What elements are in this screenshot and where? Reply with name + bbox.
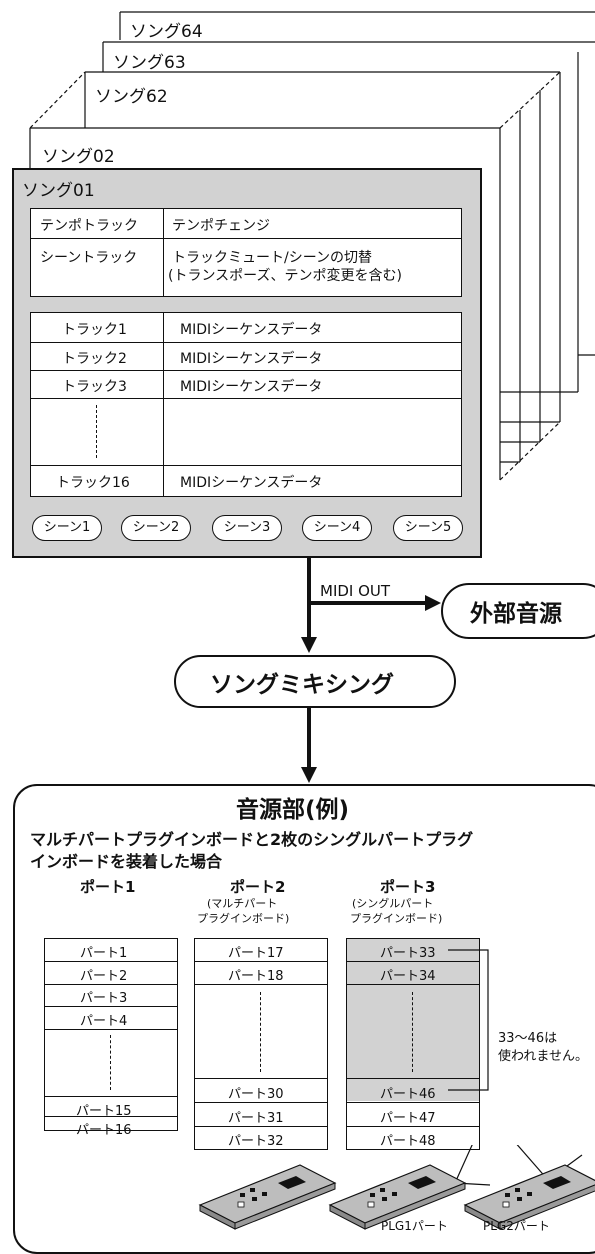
- multipart-board-icon: [198, 1164, 337, 1230]
- track-ellipsis: [96, 405, 97, 458]
- tempo-change-label: テンポチェンジ: [172, 218, 270, 234]
- track-data: MIDIシーケンスデータ: [180, 475, 323, 491]
- tone-desc-line1: マルチパートプラグインボードと2枚のシングルパートプラグ: [30, 830, 474, 849]
- external-source-label: 外部音源: [470, 601, 562, 627]
- row-divider: [194, 1078, 328, 1079]
- row-divider: [346, 961, 480, 962]
- song-mixing-box[interactable]: [174, 655, 456, 708]
- song-stack-lines: [29, 11, 595, 481]
- external-source-box[interactable]: [441, 583, 595, 639]
- part-label: パート32: [228, 1134, 284, 1149]
- port3-sub1: (シングルパート: [352, 897, 434, 910]
- part-label: パート1: [80, 946, 128, 961]
- song62-label: ソング62: [95, 87, 168, 107]
- row-divider: [194, 1102, 328, 1103]
- part-label: パート47: [380, 1111, 436, 1126]
- track-name: トラック2: [62, 351, 127, 367]
- scene-track-label: シーントラック: [40, 250, 138, 266]
- row-divider: [194, 961, 328, 962]
- scene-desc-line1: トラックミュート/シーンの切替: [172, 250, 373, 266]
- row-divider: [346, 1102, 480, 1103]
- part-label: パート48: [380, 1134, 436, 1149]
- row-divider: [346, 1078, 480, 1079]
- table-divider: [30, 465, 462, 466]
- track-name: トラック3: [62, 379, 127, 395]
- port2-sub2: プラグインボード): [197, 912, 290, 925]
- scene-button-3[interactable]: シーン3: [212, 515, 282, 541]
- row-divider: [44, 961, 178, 962]
- unused-note-line1: 33〜46は: [498, 1031, 558, 1046]
- row-divider: [44, 984, 178, 985]
- part-label: パート16: [76, 1123, 132, 1138]
- unused-note-line2: 使われません。: [498, 1049, 588, 1064]
- plg1-board-icon: [328, 1164, 467, 1230]
- row-divider: [346, 984, 480, 985]
- part-label: パート31: [228, 1111, 284, 1126]
- part-ellipsis: [412, 992, 413, 1072]
- track-data: MIDIシーケンスデータ: [180, 322, 323, 338]
- scene-button-5[interactable]: シーン5: [393, 515, 463, 541]
- table-divider: [30, 342, 462, 343]
- part-label: パート15: [76, 1104, 132, 1119]
- row-divider: [44, 1116, 178, 1117]
- song02-label: ソング02: [42, 147, 115, 167]
- port3-sub2: プラグインボード): [350, 912, 443, 925]
- part-label: パート46: [380, 1087, 436, 1102]
- song64-label: ソング64: [130, 22, 203, 42]
- port2-sub1: (マルチパート: [207, 897, 278, 910]
- song63-label: ソング63: [113, 53, 186, 73]
- tone-title: 音源部(例): [236, 797, 350, 823]
- table-divider: [30, 238, 462, 239]
- table-divider: [30, 370, 462, 371]
- port3-title: ポート3: [380, 878, 436, 896]
- part-label: パート3: [80, 991, 128, 1006]
- row-divider: [194, 1126, 328, 1127]
- row-divider: [194, 984, 328, 985]
- scene-button-1[interactable]: シーン1: [32, 515, 102, 541]
- port2-title: ポート2: [230, 878, 286, 896]
- port1-column: [44, 938, 178, 1131]
- plg2-board-icon: [463, 1164, 595, 1230]
- tone-desc-line2: インボードを装着した場合: [30, 852, 223, 871]
- tempo-track-label: テンポトラック: [40, 218, 138, 234]
- flow-arrows: [301, 557, 441, 783]
- plg2-label: PLG2パート: [483, 1219, 550, 1233]
- part-label: パート34: [380, 969, 436, 984]
- part-label: パート33: [380, 946, 436, 961]
- track-name: トラック1: [62, 322, 127, 338]
- part-label: パート17: [228, 946, 284, 961]
- scene-button-4[interactable]: シーン4: [302, 515, 372, 541]
- table-divider: [163, 208, 164, 297]
- row-divider: [346, 1126, 480, 1127]
- song-mixing-label: ソングミキシング: [210, 672, 394, 698]
- track-data: MIDIシーケンスデータ: [180, 379, 323, 395]
- song01-label: ソング01: [22, 181, 95, 201]
- part-label: パート18: [228, 969, 284, 984]
- track-name: トラック16: [56, 475, 130, 491]
- part-ellipsis: [260, 992, 261, 1072]
- scene-desc-line2: (トランスポーズ、テンポ変更を含む): [168, 268, 402, 284]
- port1-title: ポート1: [80, 878, 136, 896]
- control-track-table: [30, 208, 462, 297]
- port2-column: [194, 938, 328, 1150]
- midi-out-label: MIDI OUT: [320, 582, 391, 600]
- scene-button-2[interactable]: シーン2: [121, 515, 191, 541]
- part-label: パート4: [80, 1014, 128, 1029]
- part-label: パート2: [80, 969, 128, 984]
- row-divider: [44, 1096, 178, 1097]
- unused-parts-shade: [347, 939, 479, 1101]
- table-divider: [30, 398, 462, 399]
- part-label: パート30: [228, 1087, 284, 1102]
- plg1-label: PLG1パート: [381, 1219, 448, 1233]
- track-data: MIDIシーケンスデータ: [180, 351, 323, 367]
- part-ellipsis: [110, 1035, 111, 1090]
- unused-bracket: [448, 949, 489, 1091]
- track-table: [30, 312, 462, 497]
- plugin-boards: [198, 1145, 595, 1230]
- row-divider: [44, 1029, 178, 1030]
- row-divider: [44, 1006, 178, 1007]
- table-divider: [163, 312, 164, 497]
